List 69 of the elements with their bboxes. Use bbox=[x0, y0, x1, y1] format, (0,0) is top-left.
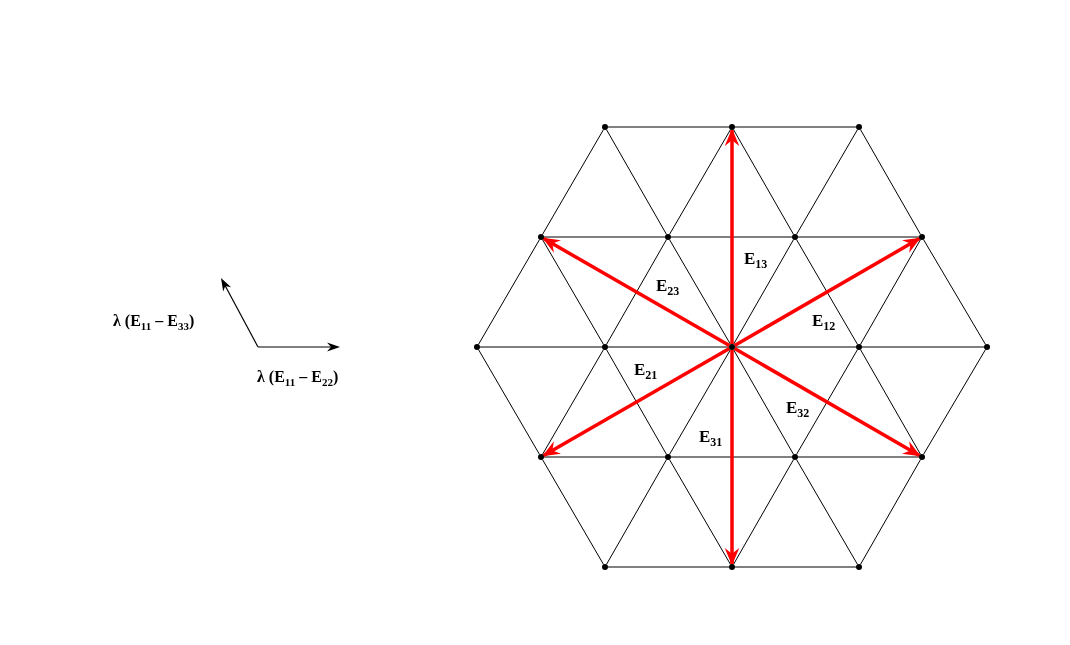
grid-line bbox=[606, 239, 667, 345]
lattice-point bbox=[665, 454, 671, 460]
grid-line bbox=[733, 239, 794, 345]
arrow bbox=[542, 347, 731, 457]
grid-line bbox=[607, 346, 730, 348]
grid-line bbox=[670, 456, 793, 458]
grid-line bbox=[733, 349, 794, 455]
grid-line bbox=[796, 239, 858, 345]
grid-line bbox=[923, 349, 986, 455]
grid-line bbox=[542, 129, 604, 235]
lattice-point bbox=[474, 344, 480, 350]
arrow bbox=[733, 237, 921, 347]
grid-line bbox=[796, 129, 858, 235]
lattice-point bbox=[538, 454, 544, 460]
grid-line bbox=[606, 129, 667, 235]
grid-line bbox=[542, 459, 604, 565]
lattice-point bbox=[602, 124, 608, 130]
grid-line bbox=[670, 236, 793, 238]
lattice-point bbox=[792, 454, 798, 460]
grid-line bbox=[669, 129, 731, 235]
grid-line bbox=[734, 566, 857, 568]
grid-line bbox=[734, 346, 857, 348]
lattice-point bbox=[729, 564, 735, 570]
lattice-point bbox=[919, 234, 925, 240]
grid-line bbox=[607, 566, 730, 568]
lattice-point bbox=[856, 344, 862, 350]
lattice-point bbox=[919, 454, 925, 460]
grid-line bbox=[860, 129, 921, 235]
lattice-point bbox=[538, 234, 544, 240]
grid-line bbox=[734, 126, 857, 128]
lattice-point bbox=[792, 234, 798, 240]
arrow bbox=[542, 237, 731, 347]
lattice-point bbox=[856, 564, 862, 570]
arrow bbox=[724, 128, 740, 344]
grid-line bbox=[669, 459, 731, 565]
grid-line bbox=[479, 346, 603, 348]
grid-line bbox=[860, 349, 921, 455]
lattice-point bbox=[729, 344, 735, 350]
lattice-point bbox=[602, 344, 608, 350]
grid-line bbox=[797, 236, 920, 238]
lattice-point bbox=[984, 344, 990, 350]
grid-line bbox=[733, 459, 794, 565]
vector-label: λ (E$_{11}$ – E$_{22}$) bbox=[257, 368, 339, 391]
grid-line bbox=[543, 236, 666, 238]
lattice-point bbox=[729, 124, 735, 130]
vector-label: λ (E$_{11}$ – E$_{33}$) bbox=[113, 312, 195, 335]
lattice-point bbox=[665, 234, 671, 240]
grid-line bbox=[797, 456, 920, 458]
grid-line bbox=[860, 239, 921, 345]
lattice-point bbox=[856, 124, 862, 130]
grid-line bbox=[478, 239, 540, 345]
grid-line bbox=[542, 239, 604, 345]
grid-line bbox=[796, 349, 858, 455]
grid-line bbox=[796, 459, 858, 565]
grid-line bbox=[669, 239, 731, 345]
grid-line bbox=[861, 346, 985, 348]
grid-line bbox=[669, 349, 731, 455]
grid-line bbox=[606, 459, 667, 565]
grid-line bbox=[542, 349, 604, 455]
arrow bbox=[724, 350, 740, 566]
arrow bbox=[733, 347, 921, 457]
grid-line bbox=[923, 239, 986, 345]
grid-line bbox=[733, 129, 794, 235]
grid-line bbox=[860, 459, 921, 565]
lattice-point bbox=[602, 564, 608, 570]
grid-line bbox=[607, 126, 730, 128]
grid-line bbox=[606, 349, 667, 455]
grid-line bbox=[478, 349, 540, 455]
grid-line bbox=[543, 456, 666, 458]
